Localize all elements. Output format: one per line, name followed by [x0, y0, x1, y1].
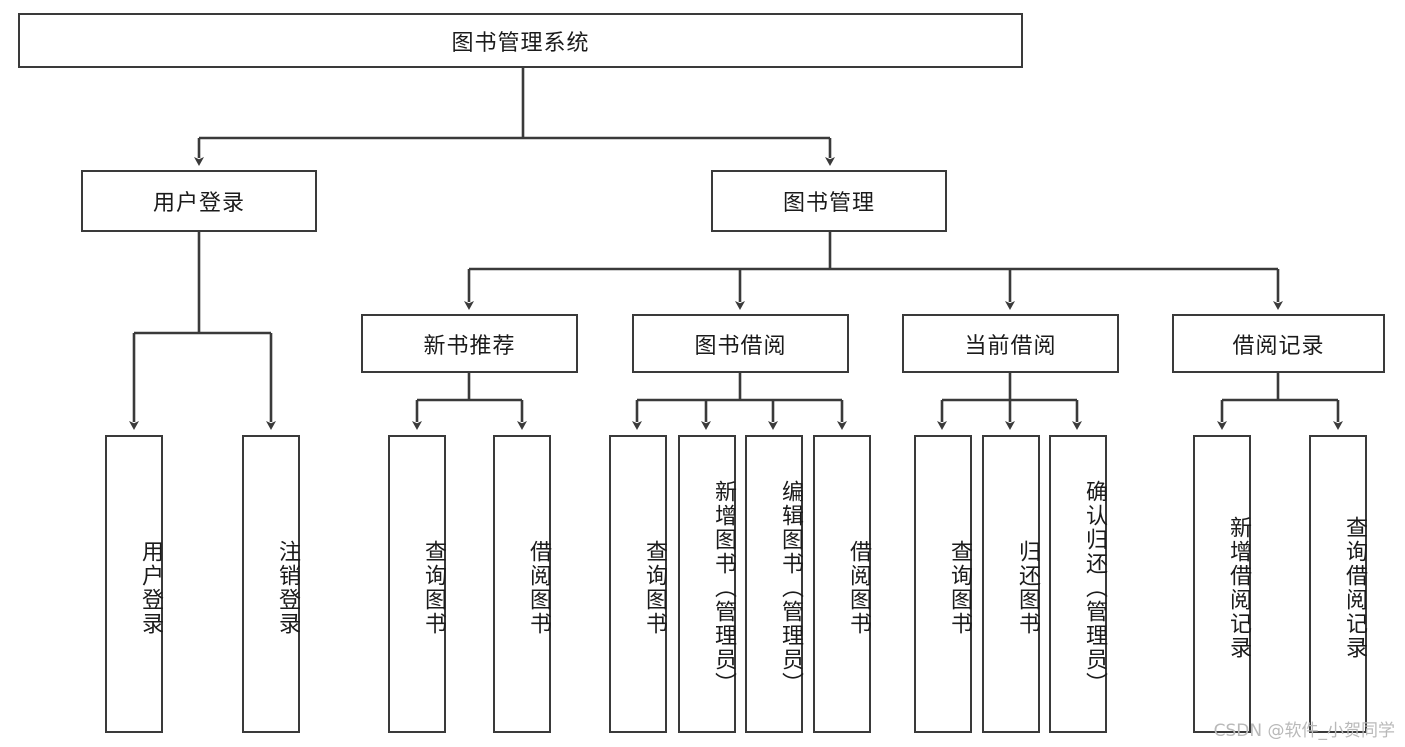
node-leaf-borrow-book-1[interactable]: 借阅图书 [493, 435, 551, 733]
node-borrow-record-label: 借阅记录 [1232, 333, 1325, 359]
node-root[interactable]: 图书管理系统 [18, 13, 1023, 68]
connectors [129, 68, 1343, 430]
node-leaf-confirm-return-label: 确认归还（管理员） [1082, 480, 1107, 696]
node-book-manage-label: 图书管理 [782, 191, 875, 216]
node-leaf-edit-book-label: 编辑图书（管理员） [778, 480, 803, 696]
node-root-label: 图书管理系统 [451, 30, 590, 56]
node-leaf-add-record[interactable]: 新增借阅记录 [1193, 435, 1251, 733]
node-user-login-label: 用户登录 [152, 191, 245, 216]
node-leaf-query-book-3[interactable]: 查询图书 [914, 435, 972, 733]
node-leaf-add-book-label: 新增图书（管理员） [711, 480, 736, 696]
node-leaf-borrow-book-1-label: 借阅图书 [526, 540, 551, 636]
node-leaf-confirm-return[interactable]: 确认归还（管理员） [1049, 435, 1107, 733]
node-leaf-user-login[interactable]: 用户登录 [105, 435, 163, 733]
node-leaf-logout-login[interactable]: 注销登录 [242, 435, 300, 733]
node-current-borrow[interactable]: 当前借阅 [902, 314, 1119, 373]
node-leaf-query-book-2-label: 查询图书 [642, 540, 667, 636]
node-leaf-user-login-label: 用户登录 [138, 540, 163, 636]
node-leaf-query-book-2[interactable]: 查询图书 [609, 435, 667, 733]
node-leaf-borrow-book-2[interactable]: 借阅图书 [813, 435, 871, 733]
node-leaf-query-book-1-label: 查询图书 [421, 540, 446, 636]
node-leaf-return-book[interactable]: 归还图书 [982, 435, 1040, 733]
node-leaf-logout-login-label: 注销登录 [275, 540, 300, 636]
node-new-book-rec-label: 新书推荐 [423, 333, 516, 359]
node-leaf-query-book-1[interactable]: 查询图书 [388, 435, 446, 733]
node-leaf-edit-book[interactable]: 编辑图书（管理员） [745, 435, 803, 733]
node-book-borrow[interactable]: 图书借阅 [632, 314, 849, 373]
node-book-manage[interactable]: 图书管理 [711, 170, 947, 232]
node-leaf-add-book[interactable]: 新增图书（管理员） [678, 435, 736, 733]
node-borrow-record[interactable]: 借阅记录 [1172, 314, 1385, 373]
node-user-login[interactable]: 用户登录 [81, 170, 317, 232]
node-leaf-query-record[interactable]: 查询借阅记录 [1309, 435, 1367, 733]
node-leaf-query-record-label: 查询借阅记录 [1342, 516, 1367, 660]
node-leaf-add-record-label: 新增借阅记录 [1226, 516, 1251, 660]
node-current-borrow-label: 当前借阅 [964, 333, 1057, 359]
node-leaf-query-book-3-label: 查询图书 [947, 540, 972, 636]
node-leaf-borrow-book-2-label: 借阅图书 [846, 540, 871, 636]
node-book-borrow-label: 图书借阅 [694, 333, 787, 359]
node-new-book-rec[interactable]: 新书推荐 [361, 314, 578, 373]
node-leaf-return-book-label: 归还图书 [1015, 540, 1040, 636]
